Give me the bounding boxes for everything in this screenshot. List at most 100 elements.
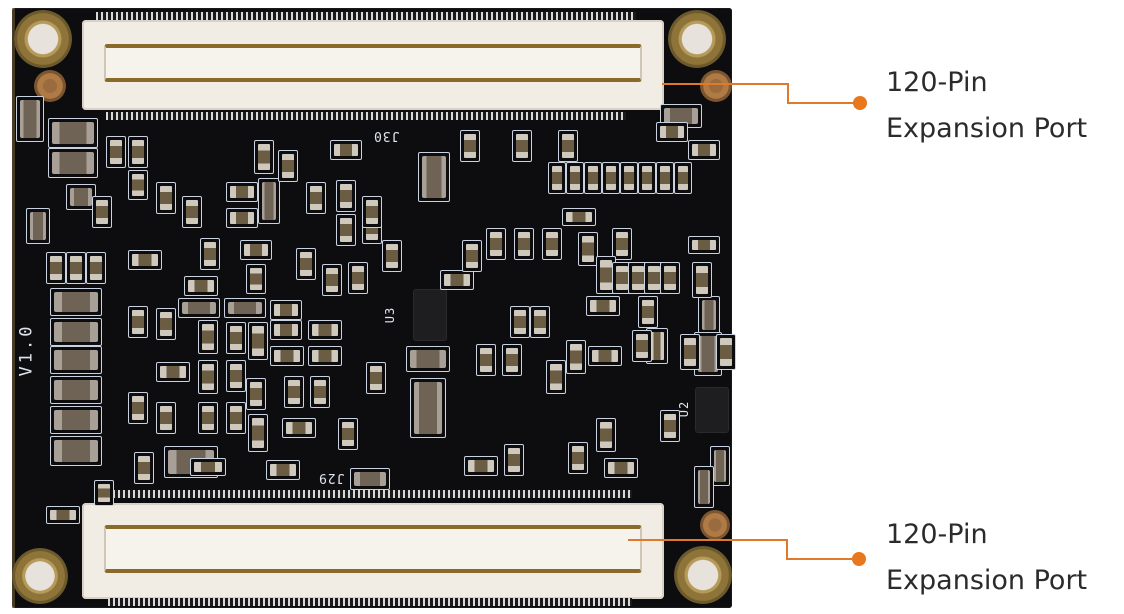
resistor — [660, 262, 680, 294]
callout-line-top — [662, 83, 789, 85]
resistor — [602, 162, 620, 194]
capacitor — [50, 376, 102, 404]
resistor — [620, 162, 638, 194]
resistor — [512, 130, 532, 162]
resistor — [348, 262, 368, 294]
resistor — [502, 344, 522, 376]
resistor — [562, 208, 596, 226]
callout-line-top — [787, 102, 855, 104]
resistor — [674, 162, 692, 194]
resistor — [66, 252, 86, 284]
resistor — [558, 130, 578, 162]
silk-u3: U3 — [383, 306, 398, 324]
capacitor — [698, 296, 720, 334]
callout-label-top-line2: Expansion Port — [886, 113, 1088, 144]
resistor — [248, 322, 268, 360]
resistor — [200, 238, 220, 270]
capacitor — [224, 298, 266, 318]
capacitor — [48, 148, 98, 178]
resistor — [46, 506, 80, 524]
top-expansion-connector[interactable] — [82, 20, 664, 110]
resistor — [656, 122, 688, 142]
resistor — [660, 410, 680, 442]
callout-label-bottom-line2: Expansion Port — [886, 565, 1088, 596]
resistor — [156, 308, 176, 340]
resistor — [514, 228, 534, 260]
resistor — [128, 392, 148, 424]
resistor — [362, 196, 382, 228]
resistor — [184, 276, 218, 296]
resistor — [156, 182, 176, 214]
capacitor — [50, 318, 102, 346]
resistor — [588, 346, 622, 366]
resistor — [612, 228, 632, 260]
resistor — [504, 444, 524, 476]
capacitor — [410, 378, 446, 438]
resistor — [638, 162, 656, 194]
mounting-hole-top-right — [668, 10, 726, 68]
resistor — [644, 262, 664, 294]
callout-label-bottom-line1: 120-Pin — [886, 519, 988, 550]
silk-version: V1.0 — [16, 323, 37, 377]
callout-line-bottom — [628, 539, 788, 541]
callout-line-bottom — [786, 558, 854, 560]
resistor — [284, 376, 304, 408]
bottom-expansion-connector[interactable] — [82, 503, 664, 599]
capacitor — [50, 406, 102, 434]
resistor — [198, 402, 218, 434]
resistor — [486, 228, 506, 260]
resistor — [226, 182, 258, 202]
resistor — [336, 180, 356, 212]
resistor — [246, 264, 266, 294]
callout-label-top-line1: 120-Pin — [886, 67, 988, 98]
resistor — [462, 240, 482, 272]
mounting-hole-bottom-left — [12, 548, 68, 604]
resistor — [568, 442, 588, 474]
silk-j29: J29 — [318, 470, 345, 485]
resistor — [440, 270, 474, 290]
callout-line-top — [787, 83, 789, 104]
silk-j30: J30 — [373, 128, 400, 143]
resistor — [308, 346, 342, 366]
resistor — [270, 346, 304, 366]
resistor — [246, 378, 266, 410]
resistor — [296, 248, 316, 280]
capacitor — [710, 446, 730, 486]
mounting-hole-top-left — [14, 10, 72, 68]
resistor — [134, 452, 154, 484]
callout-dot-top — [853, 96, 867, 110]
resistor — [128, 170, 148, 200]
capacitor — [350, 468, 390, 490]
bottom-connector-pins-lower — [108, 598, 632, 606]
resistor — [310, 376, 330, 408]
resistor — [336, 214, 356, 246]
resistor — [464, 456, 498, 476]
resistor — [270, 320, 302, 340]
resistor — [226, 360, 246, 392]
resistor — [578, 232, 598, 266]
capacitor — [258, 178, 280, 224]
resistor — [306, 182, 326, 214]
bottom-connector-pins-upper — [108, 490, 632, 498]
resistor — [546, 360, 566, 394]
resistor — [128, 250, 162, 270]
resistor — [266, 460, 300, 480]
resistor — [106, 136, 126, 168]
capacitor — [48, 118, 98, 148]
via-top-right — [700, 70, 732, 102]
board-edge — [12, 8, 15, 608]
resistor — [586, 296, 620, 316]
resistor — [542, 228, 562, 260]
resistor — [128, 136, 148, 168]
mounting-hole-bottom-right — [674, 546, 732, 604]
resistor — [566, 162, 584, 194]
resistor — [584, 162, 602, 194]
resistor — [182, 196, 202, 228]
resistor — [240, 240, 272, 260]
capacitor — [50, 288, 102, 316]
capacitor — [418, 152, 450, 202]
resistor — [94, 480, 114, 506]
resistor — [278, 150, 298, 182]
resistor — [226, 322, 246, 354]
resistor — [338, 418, 358, 450]
